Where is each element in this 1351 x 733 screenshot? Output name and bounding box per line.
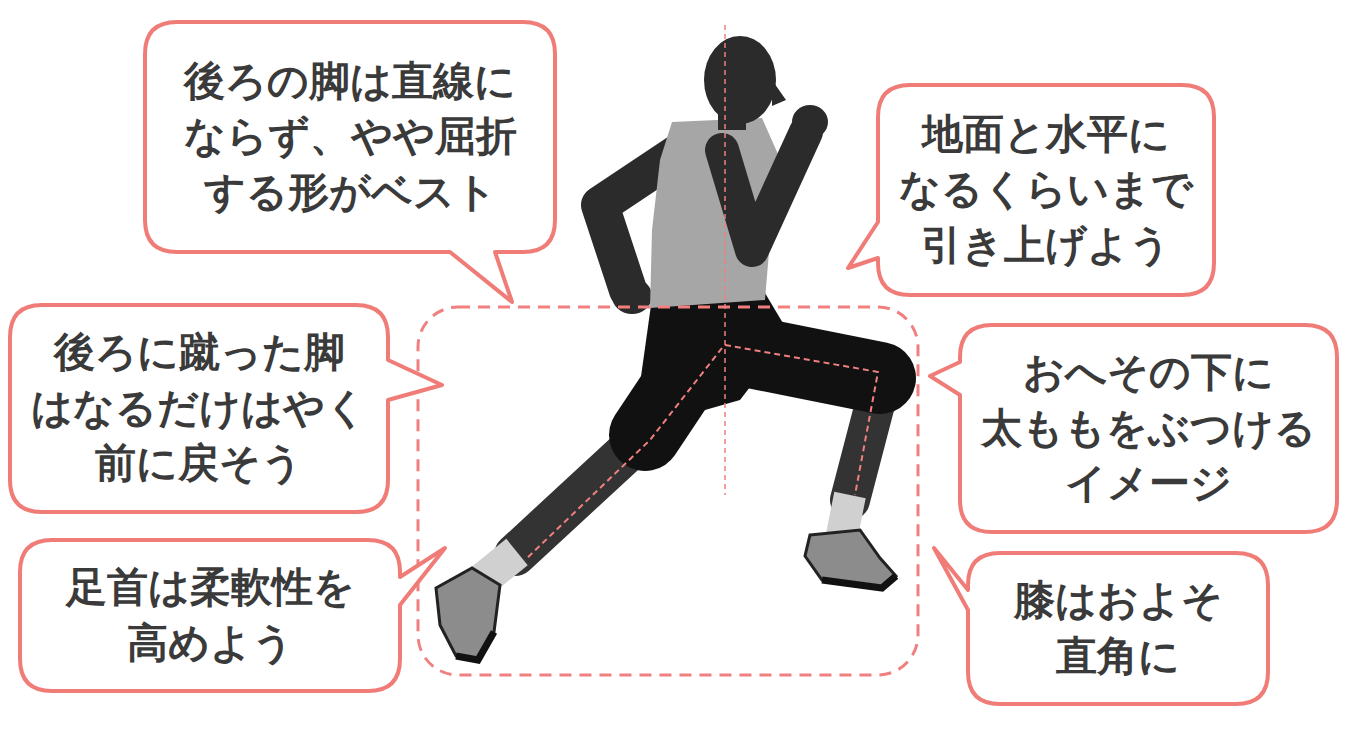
front-leg-guide bbox=[725, 345, 878, 495]
nose bbox=[772, 80, 786, 106]
front-shoe-sole bbox=[822, 576, 896, 588]
bubble-shape bbox=[934, 548, 1268, 704]
bubble-shape bbox=[145, 22, 555, 302]
callout-text: 地面と水平に なるくらいまで 引き上げよう bbox=[898, 107, 1194, 273]
callout-text: 後ろに蹴った脚 はなるだけはやく 前に戻そう bbox=[30, 325, 368, 491]
bubble-outline bbox=[968, 553, 1268, 704]
leg-region-frame bbox=[418, 307, 918, 675]
head bbox=[704, 36, 776, 124]
bubble-shape bbox=[930, 325, 1337, 532]
bubble-outline bbox=[20, 540, 400, 691]
bubble-shape bbox=[848, 85, 1214, 295]
back-shoe-sole bbox=[456, 632, 494, 660]
front-arm bbox=[722, 132, 806, 250]
front-shoe bbox=[805, 530, 896, 588]
bubble-shape bbox=[20, 540, 445, 691]
speech-bubble: 地面と水平に なるくらいまで 引き上げよう bbox=[878, 85, 1214, 295]
front-sock bbox=[842, 495, 850, 535]
bubble-shape bbox=[10, 305, 442, 512]
body-axis-line bbox=[724, 25, 726, 495]
speech-bubble: 膝はおよそ 直角に bbox=[968, 553, 1268, 704]
callout-text: 後ろの脚は直線に ならず、やや屈折 する形がベスト bbox=[165, 54, 535, 220]
speech-bubble: 後ろに蹴った脚 はなるだけはやく 前に戻そう bbox=[10, 305, 388, 512]
front-fist bbox=[792, 105, 828, 139]
back-shoe bbox=[436, 568, 500, 660]
speech-bubble: 後ろの脚は直線に ならず、やや屈折 する形がベスト bbox=[145, 22, 555, 252]
back-fist bbox=[612, 278, 652, 314]
shorts bbox=[638, 293, 790, 420]
callout-text: 膝はおよそ 直角に bbox=[988, 573, 1248, 684]
speech-bubble: おへその下に 太ももをぶつける イメージ bbox=[960, 325, 1337, 532]
back-leg-guide bbox=[525, 348, 722, 560]
callout-text: 足首は柔軟性を 高めよう bbox=[40, 560, 380, 671]
callout-text: おへその下に 太ももをぶつける イメージ bbox=[980, 345, 1317, 511]
speech-bubble: 足首は柔軟性を 高めよう bbox=[20, 540, 400, 691]
